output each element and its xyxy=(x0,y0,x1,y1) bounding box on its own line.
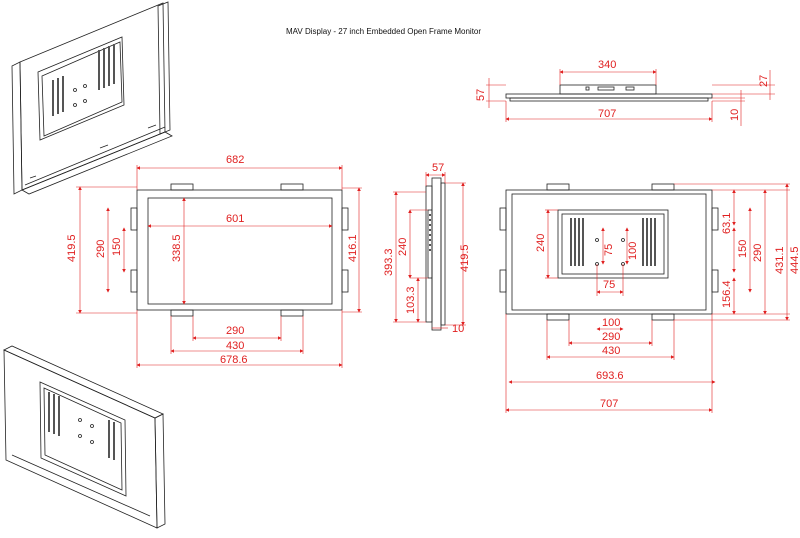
rear-width-430: 430 xyxy=(602,345,620,357)
rear-width-290: 290 xyxy=(602,331,620,343)
rear-width-100: 100 xyxy=(602,317,620,329)
front-view xyxy=(130,183,349,317)
top-707: 707 xyxy=(598,108,616,120)
rear-156: 156.4 xyxy=(721,280,733,308)
rear-290: 290 xyxy=(752,244,764,262)
rear-width-707: 707 xyxy=(600,398,618,410)
rear-150: 150 xyxy=(737,240,749,258)
front-width-682: 682 xyxy=(226,154,244,166)
top-10: 10 xyxy=(729,109,741,121)
front-bottom-430: 430 xyxy=(226,340,244,352)
top-view-dimensions: 340 57 27 707 10 xyxy=(475,59,775,126)
rear-75-horizontal: 75 xyxy=(603,279,615,291)
front-view-dimensions: 682 601 419.5 290 150 338.5 416.1 290 43… xyxy=(66,154,362,368)
top-view xyxy=(505,84,713,102)
top-57: 57 xyxy=(475,89,487,101)
rear-240: 240 xyxy=(535,234,547,252)
front-opening-601: 601 xyxy=(226,213,244,225)
side-240: 240 xyxy=(397,238,409,256)
front-vesa-150: 150 xyxy=(111,238,123,256)
side-419: 419.5 xyxy=(459,244,471,272)
side-depth-57: 57 xyxy=(432,162,444,174)
rear-75-vertical: 75 xyxy=(603,244,615,256)
rear-444: 444.5 xyxy=(789,246,800,274)
side-10: 10 xyxy=(452,323,464,335)
side-393: 393.3 xyxy=(383,248,395,276)
rear-width-693: 693.6 xyxy=(596,370,624,382)
rear-63: 63.1 xyxy=(721,213,733,234)
isometric-view-top xyxy=(11,1,173,195)
rear-431: 431.1 xyxy=(774,246,786,274)
rear-100-vertical: 100 xyxy=(627,242,639,260)
top-27: 27 xyxy=(758,75,770,87)
rear-view-dimensions: 240 75 100 75 63.1 150 290 156.4 431.1 4… xyxy=(505,183,800,413)
front-vesa-290: 290 xyxy=(95,240,107,258)
side-view-dimensions: 57 393.3 240 103.3 419.5 10 xyxy=(383,162,471,335)
front-bottom-678: 678.6 xyxy=(220,354,248,366)
isometric-view-bottom xyxy=(3,345,166,529)
front-bottom-290: 290 xyxy=(226,325,244,337)
drawing-title: MAV Display - 27 inch Embedded Open Fram… xyxy=(286,27,482,36)
front-opening-height: 338.5 xyxy=(171,234,183,262)
side-103: 103.3 xyxy=(405,286,417,314)
top-340: 340 xyxy=(598,59,616,71)
rear-view xyxy=(499,183,719,321)
side-view xyxy=(425,177,446,331)
front-height-419: 419.5 xyxy=(66,234,78,262)
front-height-416: 416.1 xyxy=(347,234,359,262)
